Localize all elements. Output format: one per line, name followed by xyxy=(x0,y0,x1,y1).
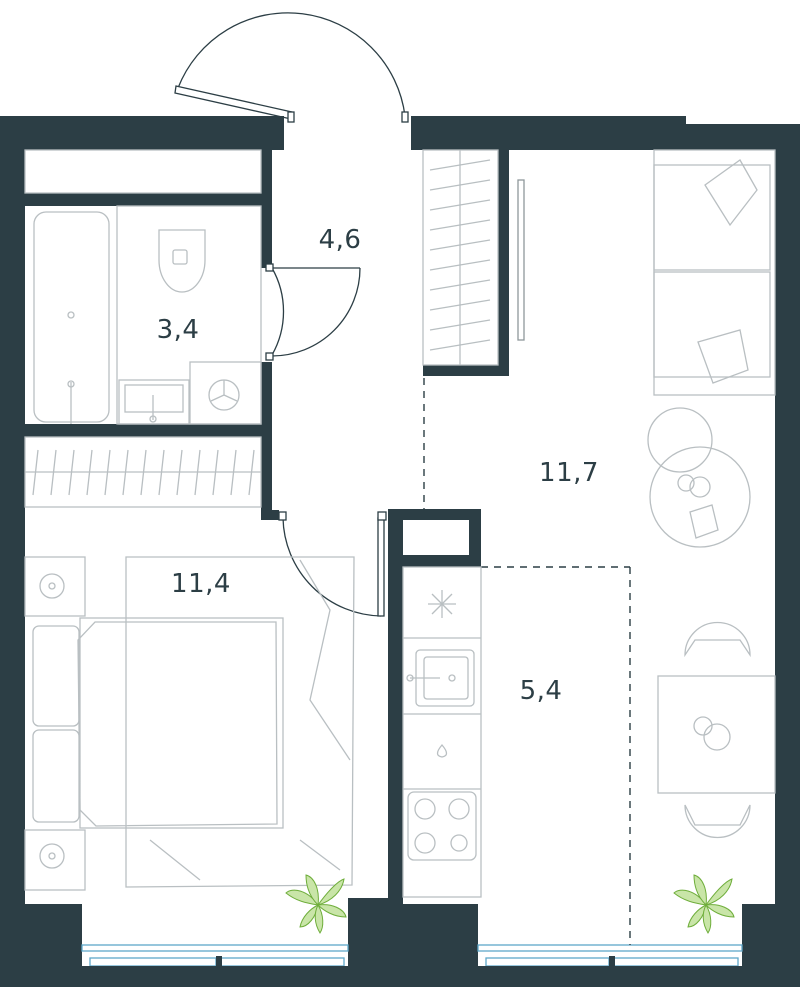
area-label-bathroom: 3,4 xyxy=(157,315,200,345)
rug xyxy=(125,556,355,888)
entrance-door xyxy=(174,12,409,123)
kitchen-sink-icon xyxy=(406,649,475,707)
walls xyxy=(0,116,800,987)
area-label-bedroom: 11,4 xyxy=(171,569,231,599)
hall-wardrobe-icon xyxy=(422,149,525,366)
sink-icon xyxy=(118,379,190,425)
plant-icon xyxy=(285,874,347,934)
wardrobe-icon xyxy=(24,436,262,508)
nightstand-bottom-icon xyxy=(24,829,86,891)
area-label-kitchen: 5,4 xyxy=(520,676,563,706)
stove-icon xyxy=(407,791,477,861)
washing-machine-icon xyxy=(189,361,262,425)
area-label-living: 11,7 xyxy=(539,458,599,488)
drop-icon xyxy=(436,744,448,758)
bathroom-door xyxy=(265,263,361,361)
windows xyxy=(81,944,743,987)
nightstand-top-icon xyxy=(24,556,86,617)
area-label-hall: 4,6 xyxy=(319,225,362,255)
dishwasher-icon xyxy=(428,590,456,618)
sofa-icon xyxy=(653,149,776,396)
toilet-icon xyxy=(158,229,206,293)
kitchen-unit xyxy=(402,566,482,898)
bedroom-door xyxy=(278,511,387,617)
closet-upper xyxy=(24,149,262,194)
plant-icon xyxy=(673,874,735,934)
round-table-icon xyxy=(647,407,751,548)
bathtub-icon xyxy=(33,211,110,424)
bed-icon xyxy=(32,617,284,829)
dining-table-icon xyxy=(657,621,776,839)
